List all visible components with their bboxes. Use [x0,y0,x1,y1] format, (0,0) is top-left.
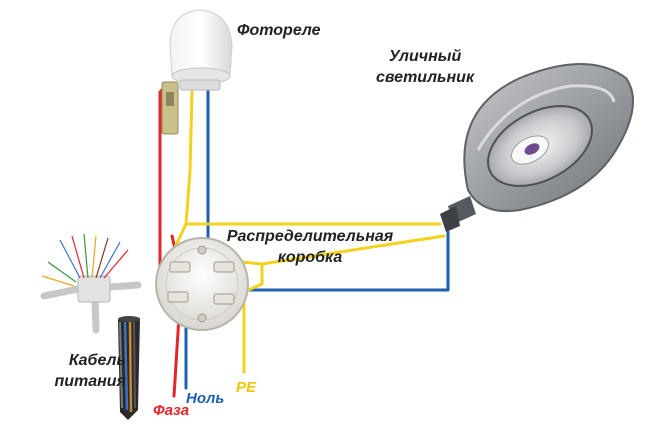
power-cable-label-line1: Кабель [68,352,126,369]
street-lamp-image [440,63,635,232]
junction-box-image [155,237,249,331]
street-lamp-label-line2: светильник [376,69,475,86]
pe-wire-lamp [260,234,446,266]
pe-wire [240,260,264,374]
power-cable-label-line2: питания [54,373,126,390]
power-cable-label: Кабель питания [38,350,126,392]
street-lamp-label: Уличный светильник [376,46,474,88]
junction-box-label: Распределительная коробка [212,226,408,268]
power-cable-image [118,316,140,420]
pe-label: PE [236,379,257,396]
neutral-label: Ноль [186,390,225,407]
output-wire-relay [168,90,194,260]
photorelay-label: Фотореле [237,22,321,39]
street-lamp-label-line1: Уличный [388,48,462,65]
photorelay-image [161,9,233,135]
phase-label: Фаза [153,402,190,419]
junction-box-label-line1: Распределительная [226,228,394,245]
cable-junction-image [40,233,142,334]
junction-box-label-line2: коробка [277,249,343,266]
